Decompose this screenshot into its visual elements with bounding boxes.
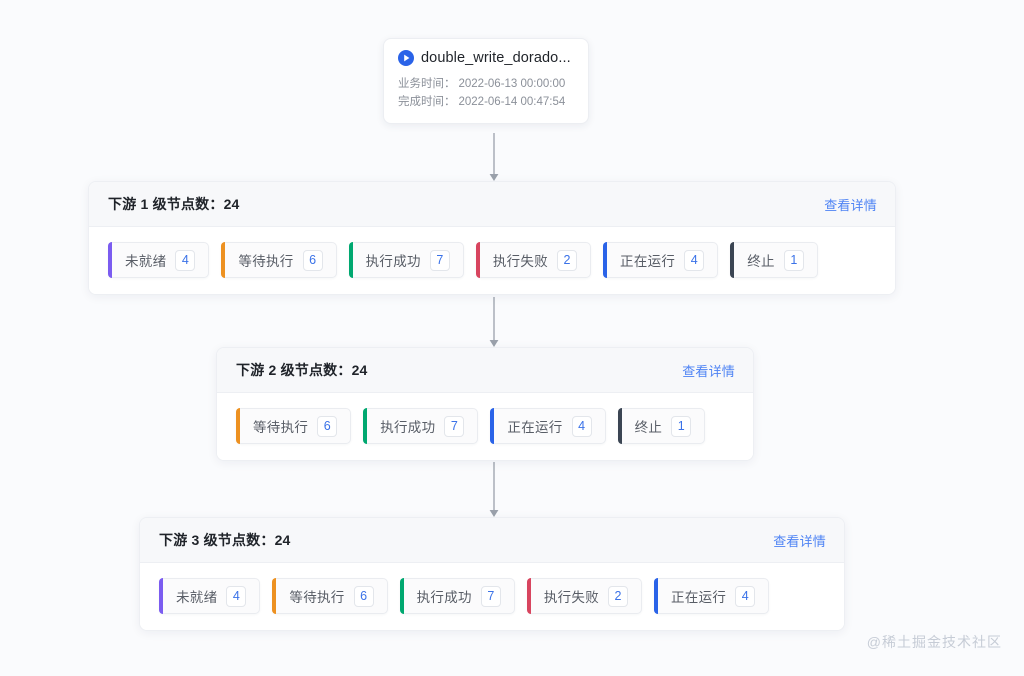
level-3-header: 下游 3 级节点数：24 查看详情 bbox=[140, 518, 844, 563]
status-chip-label: 正在运行 bbox=[620, 254, 676, 269]
root-job-node[interactable]: double_write_dorado... 业务时间： 2022-06-13 … bbox=[383, 38, 589, 124]
status-chip-label: 正在运行 bbox=[671, 590, 727, 605]
status-chip-failed[interactable]: 执行失败 2 bbox=[526, 578, 643, 614]
status-chip-label: 等待执行 bbox=[289, 590, 345, 605]
status-chip-count: 1 bbox=[783, 249, 804, 271]
downstream-level-2-card: 下游 2 级节点数：24 查看详情 等待执行 6 执行成功 7 正在运行 4 终… bbox=[216, 347, 754, 461]
finish-time-row: 完成时间： 2022-06-14 00:47:54 bbox=[398, 93, 574, 111]
status-chip-terminated[interactable]: 终止 1 bbox=[617, 408, 706, 444]
status-chip-waiting[interactable]: 等待执行 6 bbox=[236, 408, 352, 444]
level-1-header: 下游 1 级节点数：24 查看详情 bbox=[89, 182, 895, 227]
business-time-value: 2022-06-13 00:00:00 bbox=[458, 78, 566, 90]
watermark: @稀土掘金技术社区 bbox=[866, 634, 1002, 650]
status-chip-label: 终止 bbox=[747, 254, 775, 269]
status-chip-count: 6 bbox=[317, 415, 338, 437]
status-chip-label: 执行成功 bbox=[365, 254, 421, 269]
status-chip-label: 未就绪 bbox=[176, 590, 218, 605]
level-1-view-details-link[interactable]: 查看详情 bbox=[824, 197, 877, 213]
status-chip-count: 7 bbox=[480, 585, 501, 607]
level-2-status-list: 等待执行 6 执行成功 7 正在运行 4 终止 1 bbox=[217, 393, 753, 460]
level-3-view-details-link[interactable]: 查看详情 bbox=[773, 533, 826, 549]
status-chip-label: 终止 bbox=[634, 420, 663, 435]
status-chip-running[interactable]: 正在运行 4 bbox=[490, 408, 606, 444]
root-job-name: double_write_dorado... bbox=[421, 50, 571, 66]
level-2-title: 下游 2 级节点数：24 bbox=[236, 362, 368, 378]
status-chip-count: 4 bbox=[571, 415, 592, 437]
status-chip-success[interactable]: 执行成功 7 bbox=[348, 242, 464, 278]
status-chip-count: 2 bbox=[557, 249, 578, 271]
status-chip-label: 执行成功 bbox=[416, 590, 472, 605]
business-time-row: 业务时间： 2022-06-13 00:00:00 bbox=[398, 75, 574, 93]
status-chip-label: 等待执行 bbox=[238, 254, 294, 269]
status-chip-count: 2 bbox=[608, 585, 629, 607]
status-chip-success[interactable]: 执行成功 7 bbox=[363, 408, 479, 444]
status-chip-success[interactable]: 执行成功 7 bbox=[399, 578, 515, 614]
status-chip-count: 4 bbox=[226, 585, 247, 607]
status-chip-running[interactable]: 正在运行 4 bbox=[654, 578, 770, 614]
status-chip-count: 1 bbox=[671, 415, 692, 437]
play-circle-icon bbox=[398, 50, 414, 66]
status-chip-count: 4 bbox=[175, 249, 196, 271]
finish-time-label: 完成时间： bbox=[398, 96, 456, 108]
downstream-level-1-card: 下游 1 级节点数：24 查看详情 未就绪 4 等待执行 6 执行成功 7 执行… bbox=[88, 181, 896, 295]
level-1-title: 下游 1 级节点数：24 bbox=[108, 196, 240, 212]
connector-root-to-level-1 bbox=[487, 133, 501, 183]
status-chip-count: 6 bbox=[353, 585, 374, 607]
status-chip-failed[interactable]: 执行失败 2 bbox=[475, 242, 592, 278]
level-1-status-list: 未就绪 4 等待执行 6 执行成功 7 执行失败 2 正在运行 4 终止 1 bbox=[89, 227, 895, 294]
status-chip-not-ready[interactable]: 未就绪 4 bbox=[108, 242, 210, 278]
connector-level-2-to-level-3 bbox=[487, 462, 501, 519]
status-chip-count: 7 bbox=[429, 249, 450, 271]
connector-level-1-to-level-2 bbox=[487, 297, 501, 349]
downstream-level-3-card: 下游 3 级节点数：24 查看详情 未就绪 4 等待执行 6 执行成功 7 执行… bbox=[139, 517, 845, 631]
status-chip-terminated[interactable]: 终止 1 bbox=[730, 242, 818, 278]
status-chip-count: 7 bbox=[444, 415, 465, 437]
status-chip-waiting[interactable]: 等待执行 6 bbox=[272, 578, 388, 614]
status-chip-label: 执行成功 bbox=[380, 420, 436, 435]
level-3-status-list: 未就绪 4 等待执行 6 执行成功 7 执行失败 2 正在运行 4 bbox=[140, 563, 844, 630]
status-chip-label: 未就绪 bbox=[125, 254, 167, 269]
status-chip-count: 6 bbox=[302, 249, 323, 271]
finish-time-value: 2022-06-14 00:47:54 bbox=[458, 96, 566, 108]
status-chip-waiting[interactable]: 等待执行 6 bbox=[221, 242, 337, 278]
status-chip-label: 执行失败 bbox=[492, 254, 549, 269]
level-2-header: 下游 2 级节点数：24 查看详情 bbox=[217, 348, 753, 393]
status-chip-not-ready[interactable]: 未就绪 4 bbox=[159, 578, 261, 614]
status-chip-label: 正在运行 bbox=[507, 420, 563, 435]
status-chip-label: 执行失败 bbox=[543, 590, 600, 605]
status-chip-count: 4 bbox=[684, 249, 705, 271]
status-chip-count: 4 bbox=[735, 585, 756, 607]
root-job-title-row: double_write_dorado... bbox=[398, 50, 574, 66]
business-time-label: 业务时间： bbox=[398, 78, 456, 90]
status-chip-label: 等待执行 bbox=[253, 420, 309, 435]
level-3-title: 下游 3 级节点数：24 bbox=[159, 532, 291, 548]
level-2-view-details-link[interactable]: 查看详情 bbox=[682, 363, 735, 379]
status-chip-running[interactable]: 正在运行 4 bbox=[603, 242, 719, 278]
